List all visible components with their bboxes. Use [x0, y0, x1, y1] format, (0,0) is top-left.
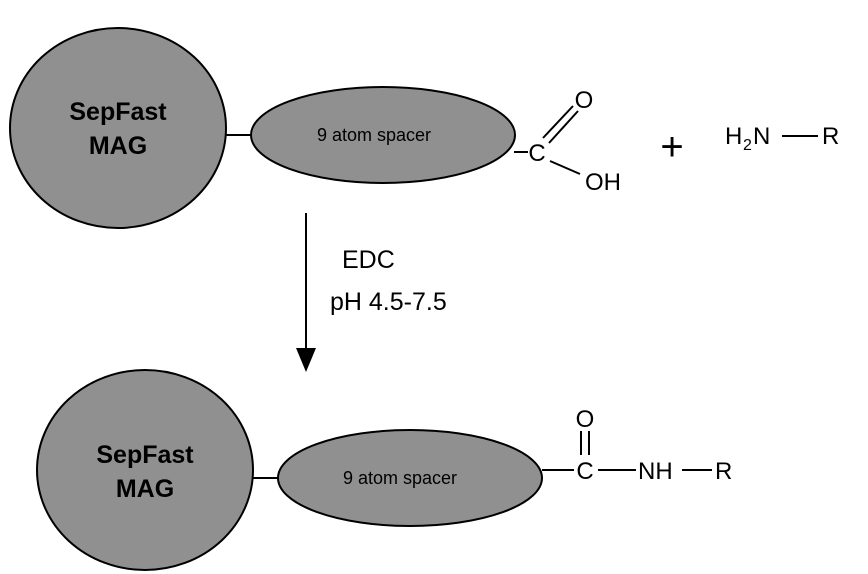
spacer-label: 9 atom spacer	[343, 468, 457, 488]
spacer-ellipse-top	[250, 86, 516, 184]
plus-sign: +	[660, 125, 683, 169]
bead-label-line1: SepFast	[96, 441, 194, 469]
amine-r: R	[822, 123, 839, 150]
double-bond-a	[542, 105, 574, 139]
oxygen-atom: O	[575, 87, 594, 114]
hydroxyl-bond	[549, 160, 581, 175]
amide-nh: NH	[638, 458, 673, 485]
ph-label: pH 4.5-7.5	[330, 288, 447, 316]
hydroxyl-group: OH	[585, 169, 621, 196]
sepfast-bead-bottom	[36, 369, 254, 571]
reactant-group: SepFast MAG 9 atom spacer C O OH + H 2 N…	[9, 27, 839, 229]
spacer-ellipse-bottom	[277, 429, 543, 527]
product-group: SepFast MAG 9 atom spacer C O NH R	[36, 369, 732, 571]
carbon-atom: C	[576, 458, 593, 485]
reagent-label: EDC	[342, 246, 395, 274]
reaction-arrow	[296, 213, 316, 372]
spacer-label: 9 atom spacer	[317, 125, 431, 145]
amide-r: R	[715, 458, 732, 485]
double-bond-b	[548, 110, 579, 144]
arrow-head-icon	[296, 348, 316, 372]
carbon-atom: C	[528, 140, 545, 167]
amine-n: N	[753, 123, 770, 150]
bead-label-line1: SepFast	[69, 98, 167, 126]
oxygen-atom: O	[576, 406, 595, 433]
bead-label-line2: MAG	[89, 132, 147, 160]
sepfast-bead-top	[9, 27, 227, 229]
amine-h: H	[725, 123, 742, 150]
bead-label-line2: MAG	[116, 475, 174, 503]
amine-subscript: 2	[743, 137, 752, 154]
